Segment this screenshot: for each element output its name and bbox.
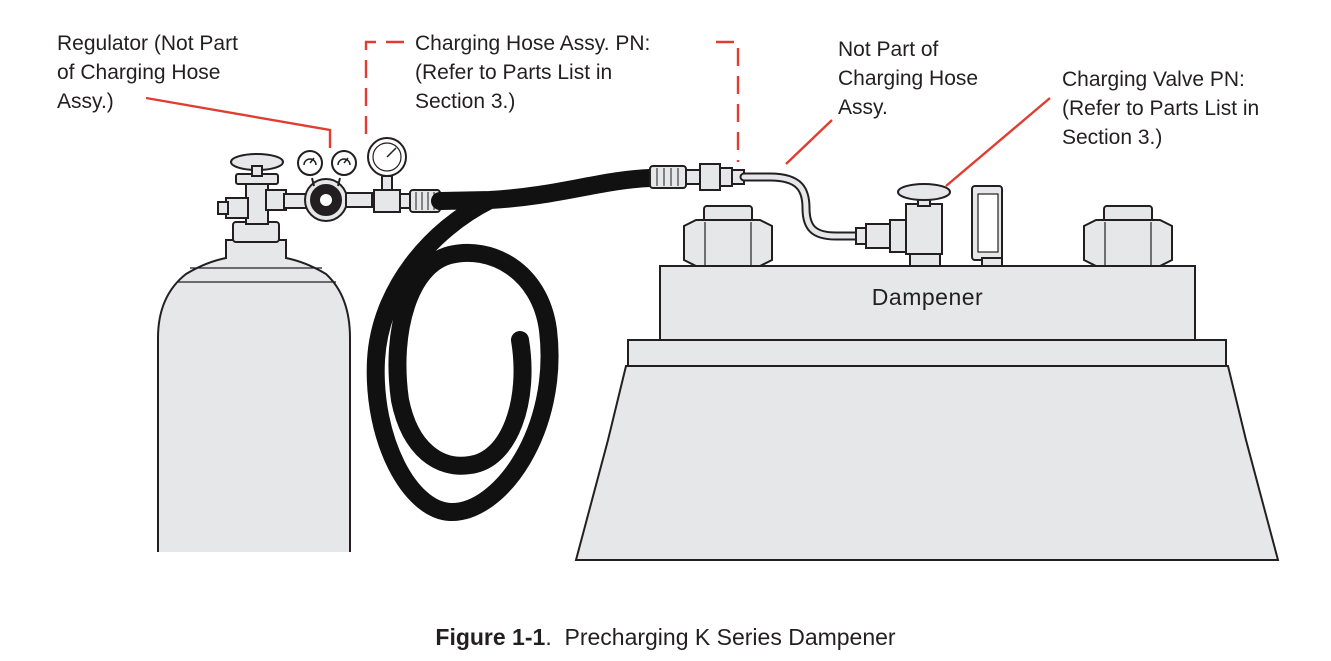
regulator-callout-line: Regulator (Not Part <box>57 32 238 55</box>
not-part-callout-line: Charging Hose <box>838 67 979 90</box>
charging-valve-callout-line: (Refer to Parts List in <box>1062 97 1260 120</box>
not-part-callout-line: Not Part of <box>838 38 939 61</box>
gas-cylinder <box>157 221 351 552</box>
caption-separator: . <box>545 624 565 650</box>
dampener-nut-right <box>1083 205 1173 267</box>
hose-end-fitting <box>649 163 745 191</box>
charging-hose-callout-line: Charging Hose Assy. PN: <box>415 32 651 55</box>
charging-valve-callout-line: Section 3.) <box>1062 126 1163 149</box>
not-part-leader <box>785 119 833 165</box>
not-part-callout-line: Assy. <box>838 96 888 119</box>
charging-hose-gauge <box>367 137 441 213</box>
charging-hose-callout-line: (Refer to Parts List in <box>415 61 613 84</box>
valve-leader <box>945 97 1051 187</box>
dampener-nut-left <box>683 205 773 267</box>
figure-title: Precharging K Series Dampener <box>564 624 896 650</box>
figure-number: Figure 1-1 <box>435 624 546 650</box>
charging-valve <box>855 183 951 269</box>
hose-bracket-leader <box>364 40 740 162</box>
leader-lines <box>145 40 1051 187</box>
cylinder-valve <box>217 153 287 225</box>
charging-valve-callout-line: Charging Valve PN: <box>1062 68 1245 91</box>
dampener-body <box>574 265 1280 561</box>
regulator-callout-line: Assy.) <box>57 90 114 113</box>
regulator <box>283 150 373 222</box>
charging-hose <box>366 169 659 521</box>
regulator-callout: Regulator (Not Part of Charging Hose Ass… <box>57 29 238 116</box>
regulator-callout-line: of Charging Hose <box>57 61 221 84</box>
regulator-leader <box>145 96 332 148</box>
dampener-gauge <box>971 185 1003 269</box>
not-part-callout: Not Part of Charging Hose Assy. <box>838 35 978 122</box>
charging-hose-callout-line: Section 3.) <box>415 90 516 113</box>
charging-hose-callout: Charging Hose Assy. PN: (Refer to Parts … <box>415 29 650 116</box>
dampener-label: Dampener <box>871 284 984 310</box>
figure-caption: Figure 1-1. Precharging K Series Dampene… <box>0 624 1331 651</box>
charging-valve-callout: Charging Valve PN: (Refer to Parts List … <box>1062 65 1259 152</box>
